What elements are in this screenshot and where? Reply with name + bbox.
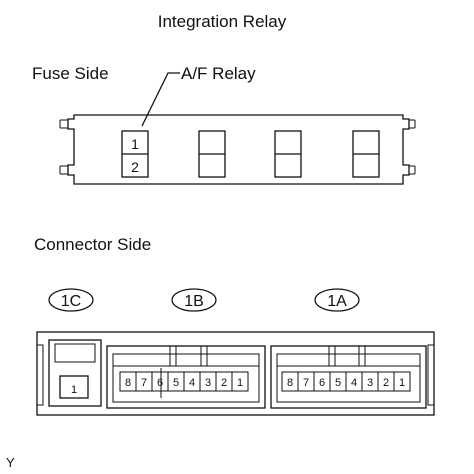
pin-number: 7 [303,377,309,389]
pin-number: 1 [399,377,405,389]
connector-1a-badge [314,288,360,312]
pin-number: 4 [351,377,357,389]
pin-number: 1 [237,377,243,389]
pin-number: 8 [125,377,131,389]
connector-housing [36,331,435,416]
connector-1c [48,339,102,407]
connector-1c-label: 1C [61,293,81,310]
relay-cavity [352,130,380,178]
pin-number: 2 [383,377,389,389]
connector-1c-pin: 1 [71,384,77,396]
relay-terminal-1: 1 [131,136,139,152]
relay-cavity [274,130,302,178]
pin-number: 6 [157,377,163,389]
relay-block [59,114,416,185]
pin-number: 3 [205,377,211,389]
pin-number: 6 [319,377,325,389]
connector-1c-badge [48,288,94,312]
pin-number: 5 [173,377,179,389]
relay-cavity [198,130,226,178]
pin-number: 8 [287,377,293,389]
relay-terminal-2: 2 [131,159,139,175]
pin-number: 7 [141,377,147,389]
connector-1b-label: 1B [184,293,204,310]
af-relay-cavity [121,130,149,178]
connector-1a-label: 1A [327,293,347,310]
pin-cell [393,371,411,392]
corner-mark: Y [6,455,15,470]
pin-number: 5 [335,377,341,389]
connector-1b-badge [171,288,217,312]
pin-number: 2 [221,377,227,389]
af-relay-label: A/F Relay [181,64,256,83]
connector-1b [106,345,266,409]
connector-side-label: Connector Side [34,235,151,254]
diagram-title: Integration Relay [158,12,287,31]
af-relay-leader-line [141,72,180,127]
connector-1a [270,345,427,409]
fuse-side-label: Fuse Side [32,64,109,83]
pin-number: 4 [189,377,195,389]
pin-cell [231,371,249,392]
pin-number: 3 [367,377,373,389]
